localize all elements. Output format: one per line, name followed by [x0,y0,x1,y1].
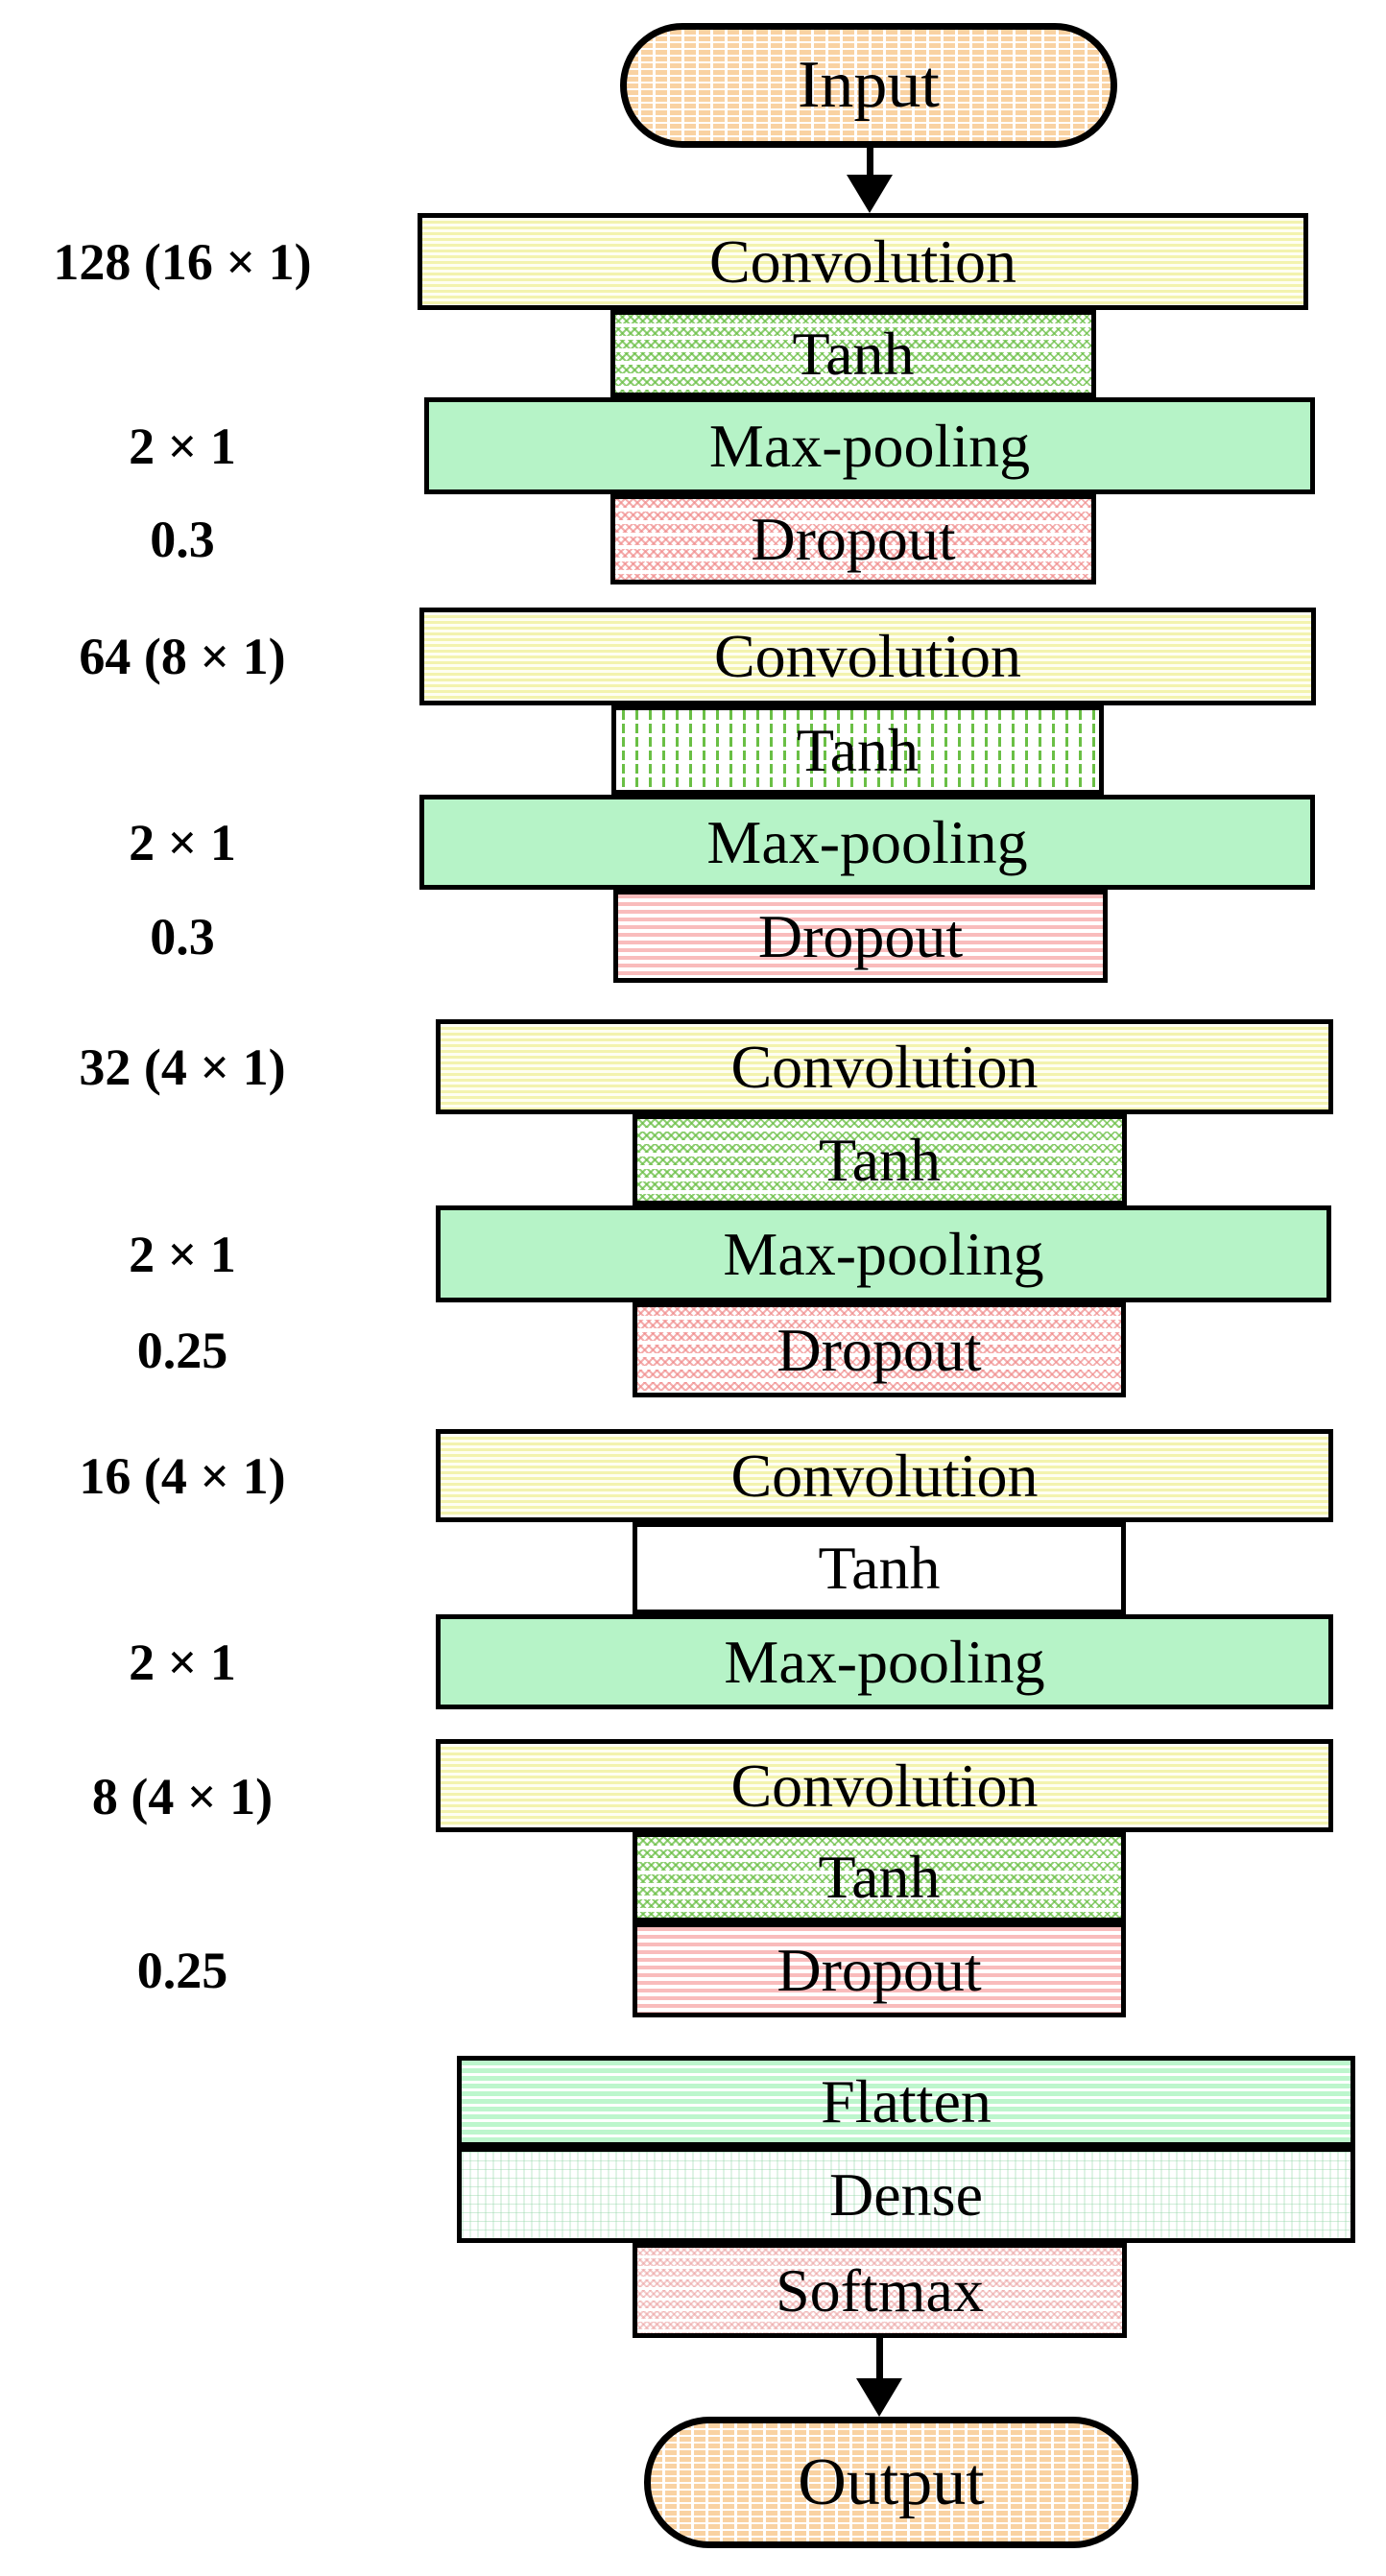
layer-drop2: Dropout [613,890,1108,983]
input-node: Input [620,23,1117,148]
layer-conv1-label: Convolution [708,227,1017,296]
output-node: Output [644,2417,1138,2548]
layer-tanh2: Tanh [611,705,1104,795]
input-node-label: Input [798,48,940,122]
label-conv4-filters: 16 (4 × 1) [79,1447,286,1505]
layer-drop5: Dropout [633,1922,1126,2017]
layer-tanh5: Tanh [633,1832,1126,1922]
label-drop1-rate: 0.3 [150,511,215,568]
label-conv2-filters: 64 (8 × 1) [79,628,286,685]
layer-softmax: Softmax [633,2243,1127,2338]
layer-flatten-label: Flatten [821,2066,992,2135]
arrow-head [856,2378,902,2417]
layer-pool4-label: Max-pooling [724,1627,1045,1696]
layer-drop3: Dropout [633,1302,1126,1397]
arrow-shaft [867,148,873,186]
layer-dense-label: Dense [829,2160,983,2229]
layer-pool3: Max-pooling [436,1205,1331,1302]
layer-pool3-label: Max-pooling [723,1219,1044,1288]
layer-conv2: Convolution [419,608,1316,705]
layer-drop5-label: Dropout [777,1935,982,2004]
layer-conv5: Convolution [436,1739,1333,1832]
layer-pool4: Max-pooling [436,1614,1333,1709]
label-drop5-rate: 0.25 [136,1942,228,1999]
layer-flatten: Flatten [457,2056,1355,2147]
layer-conv4-label: Convolution [730,1441,1039,1510]
layer-conv2-label: Convolution [713,622,1022,690]
label-conv3-filters: 32 (4 × 1) [79,1038,286,1096]
arrow-shaft [876,2338,883,2380]
layer-drop2-label: Dropout [757,901,964,970]
layer-tanh5-label: Tanh [818,1843,941,1911]
layer-pool2-label: Max-pooling [706,807,1028,876]
layer-dense: Dense [457,2147,1355,2243]
layer-tanh1: Tanh [610,310,1096,397]
label-drop3-rate: 0.25 [136,1322,228,1379]
layer-pool1-label: Max-pooling [708,411,1031,480]
layer-drop1: Dropout [610,494,1096,584]
layer-drop3-label: Dropout [777,1315,982,1384]
label-conv5-filters: 8 (4 × 1) [91,1768,274,1825]
layer-conv3: Convolution [436,1019,1333,1114]
output-node-label: Output [798,2445,985,2519]
layer-softmax-label: Softmax [776,2255,984,2325]
layer-conv4: Convolution [436,1429,1333,1522]
label-pool3-size: 2 × 1 [129,1226,236,1283]
layer-tanh3-label: Tanh [818,1125,942,1194]
arrow-head [847,175,893,213]
layer-pool1: Max-pooling [424,397,1315,494]
layer-tanh3: Tanh [633,1114,1127,1205]
layer-conv3-label: Convolution [730,1032,1039,1101]
label-pool2-size: 2 × 1 [129,814,236,871]
label-pool4-size: 2 × 1 [129,1634,236,1691]
layer-drop1-label: Dropout [751,505,956,573]
layer-tanh4: Tanh [633,1522,1126,1614]
layer-tanh4-label: Tanh [818,1534,941,1602]
layer-tanh1-label: Tanh [792,319,915,388]
label-drop2-rate: 0.3 [150,908,215,966]
layer-conv1: Convolution [418,213,1308,310]
layer-tanh2-label: Tanh [796,715,920,784]
label-conv1-filters: 128 (16 × 1) [53,233,312,291]
layer-conv5-label: Convolution [730,1751,1039,1820]
label-pool1-size: 2 × 1 [129,417,236,475]
layer-pool2: Max-pooling [419,795,1315,890]
